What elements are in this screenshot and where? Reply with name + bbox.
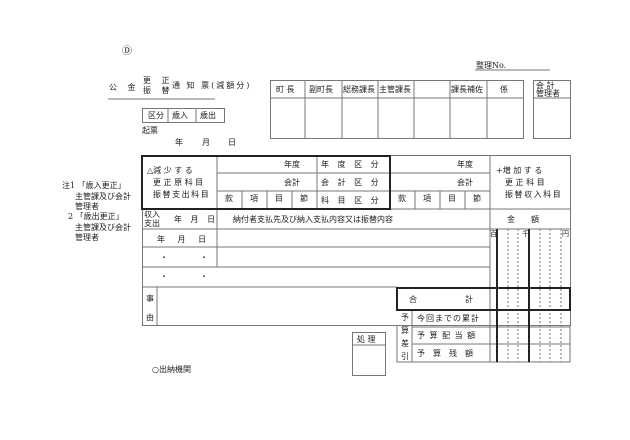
note: 管理者 bbox=[75, 233, 99, 242]
setsu-label: 節 bbox=[473, 194, 481, 203]
approver-header: 総務課長 bbox=[343, 85, 375, 94]
kan-label: 款 bbox=[225, 194, 233, 203]
date-dots: ・ ・ bbox=[160, 272, 208, 281]
revenue-label: 収入 bbox=[144, 210, 160, 219]
left-heading: △減 少 す る bbox=[147, 166, 193, 175]
reason-label: 由 bbox=[146, 313, 154, 322]
unit-hundred: 百 bbox=[490, 230, 497, 238]
reference-number-label: 整理No. bbox=[476, 61, 507, 70]
processing-label: 処 理 bbox=[357, 335, 376, 344]
budget-label: 引 bbox=[401, 352, 409, 361]
fiscal-year-label: 年度 bbox=[284, 160, 300, 169]
remaining-label: 予 算 残 額 bbox=[417, 349, 473, 358]
setsu-label: 節 bbox=[300, 194, 308, 203]
note: 管理者 bbox=[75, 202, 99, 211]
kou-label: 項 bbox=[250, 194, 258, 203]
approver-header: 副町長 bbox=[309, 85, 333, 94]
mid-heading: 年 度 区 分 bbox=[321, 160, 382, 169]
date-row: 年 月 日 bbox=[157, 235, 212, 244]
cumulative-label: 今回までの累計 bbox=[417, 314, 480, 323]
kubun-label: 区分 bbox=[148, 111, 164, 120]
total-label: 合 計 bbox=[409, 295, 473, 304]
kubun-expenditure: 歳出 bbox=[200, 111, 216, 120]
month-label: 月 bbox=[202, 138, 210, 147]
right-heading: +増 加 す る bbox=[496, 166, 543, 175]
budget-label: 予 bbox=[401, 313, 409, 322]
title-part: 更 正 bbox=[143, 76, 174, 85]
left-heading: 振 替 支 出 科 目 bbox=[153, 190, 209, 199]
moku-label: 目 bbox=[275, 194, 283, 203]
accounting-manager-header: 会 計 bbox=[536, 81, 555, 90]
expenditure-label: 支出 bbox=[144, 219, 160, 228]
budget-label: 差 bbox=[401, 339, 409, 348]
amount-header: 金 額 bbox=[507, 215, 539, 224]
unit-thousand: 千 bbox=[522, 230, 529, 238]
date-dots: ・ ・ bbox=[160, 253, 208, 262]
accounting-manager-header: 管理者 bbox=[536, 89, 560, 98]
year-label: 年 bbox=[175, 138, 183, 147]
reason-label: 事 bbox=[146, 294, 154, 303]
right-heading: 振 替 収 入 科 目 bbox=[505, 190, 561, 199]
allocation-label: 予 算 配 当 額 bbox=[417, 331, 477, 340]
left-heading: 更 正 原 科 目 bbox=[153, 178, 204, 187]
title-part: 公 金 bbox=[109, 83, 140, 92]
content-header: 納付者支払先及び納入支払内容又は振替内容 bbox=[233, 215, 393, 224]
approver-header: 係 bbox=[500, 85, 508, 94]
approver-header: 課長補佐 bbox=[451, 85, 483, 94]
mid-heading: 科 目 区 分 bbox=[321, 196, 382, 205]
note: 2 「歳出更正」 bbox=[68, 212, 124, 221]
mid-heading: 会 計 区 分 bbox=[321, 178, 382, 187]
title-part: 振 替 bbox=[143, 86, 174, 95]
unit-yen: 円 bbox=[562, 230, 569, 238]
approver-header: 町 長 bbox=[276, 85, 295, 94]
moku-label: 目 bbox=[448, 194, 456, 203]
day-label: 日 bbox=[228, 138, 236, 147]
kihyo-label: 起票 bbox=[142, 126, 158, 135]
right-heading: 更 正 科 目 bbox=[505, 178, 545, 187]
account-label: 会計 bbox=[284, 178, 300, 187]
note: 注1 「歳入更正」 bbox=[62, 181, 126, 190]
note: 主管課及び会計 bbox=[75, 192, 131, 201]
note: 主管課及び会計 bbox=[75, 223, 131, 232]
budget-label: 算 bbox=[401, 326, 409, 335]
kou-label: 項 bbox=[423, 194, 431, 203]
title-part: 通 知 票(減額分) bbox=[172, 81, 252, 90]
account-label: 会計 bbox=[457, 178, 473, 187]
treasury-label: ○出納機関 bbox=[152, 365, 191, 374]
approver-header: 主管課長 bbox=[379, 85, 411, 94]
form-code-mark: Ⓓ bbox=[122, 46, 132, 57]
kubun-revenue: 歳入 bbox=[172, 111, 188, 120]
fiscal-year-label: 年度 bbox=[457, 160, 473, 169]
date-header: 年 月 日 bbox=[174, 215, 219, 224]
kan-label: 款 bbox=[398, 194, 406, 203]
